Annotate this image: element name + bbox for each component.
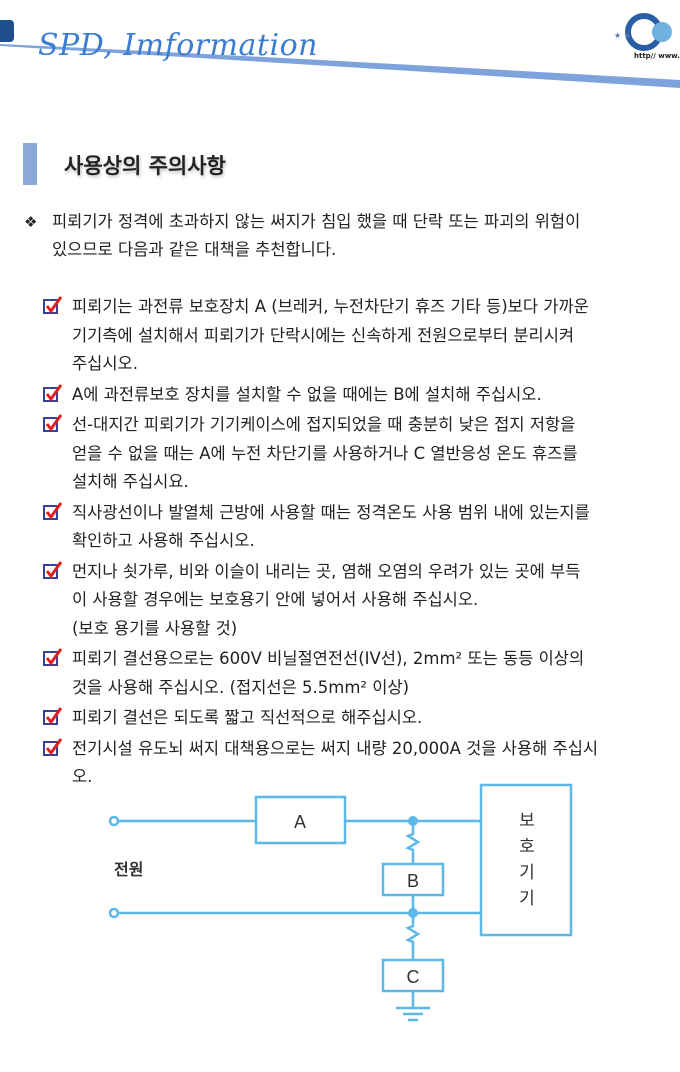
list-item-line: 확인하고 사용해 주십시오. [72,531,255,550]
checkbox-checked-icon [43,737,63,756]
box-b-label: B [407,871,419,891]
intro-line: 피뢰기가 정격에 초과하지 않는 써지가 침입 했을 때 단락 또는 파괴의 위… [52,212,581,231]
list-item-line: 피뢰기 결선은 되도록 짧고 직선적으로 해주십시오. [72,708,423,727]
list-item-line: 것을 사용해 주십시오. (접지선은 5.5mm² 이상) [72,677,410,697]
list-item-line: 선-대지간 피뢰기가 기기케이스에 접지되었을 때 충분히 낮은 접지 저항을 [72,415,576,434]
list-item-line: A에 과전류보호 장치를 설치할 수 없을 때에는 B에 설치해 주십시오. [72,384,542,404]
list-item-line: 주십시오. [72,354,138,373]
device-label-char: 기 [519,889,535,908]
list-item-line: 먼지나 쇳가루, 비와 이슬이 내리는 곳, 염해 오염의 우려가 있는 곳에 … [72,561,581,581]
terminal-top-icon [108,815,120,827]
wiring-diagram: A B C 전원 보 호 기 기 [108,783,573,1022]
device-box [479,783,573,937]
list-item-line: 오. [72,767,93,786]
checkbox-checked-icon [43,707,63,725]
zigzag-icon [405,913,421,960]
checkbox-checked-icon [43,560,63,579]
checkbox-checked-icon [43,383,63,402]
section-bar [23,143,37,185]
checkbox-checked-icon [43,414,63,432]
svg-text:★ ★: ★ ★ [614,31,631,40]
terminal-bottom-icon [108,907,120,919]
device-label-char: 기 [519,863,535,882]
list-item-line: 설치해 주십시요. [72,472,189,491]
intro-line: 있으므로 다음과 같은 대책을 추천합니다. [52,240,337,259]
junction-dot [408,816,418,826]
intro-paragraph: ❖ 피뢰기가 정격에 초과하지 않는 써지가 침입 했을 때 단락 또는 파괴의… [24,208,580,264]
diamond-bullet-icon: ❖ [24,213,38,231]
list-item: 피뢰기 결선용으로는 600V 비닐절연전선(IV선), 2mm² 또는 동등 … [43,645,673,702]
list-item-line: 전기시설 유도뇌 써지 대책용으로는 써지 내량 20,000A 것을 사용해 … [72,738,599,758]
checkbox-checked-icon [43,296,63,314]
header-title: SPD, Imformation [38,28,318,63]
list-item: 피뢰기는 과전류 보호장치 A (브레커, 누전차단기 휴즈 기타 등)보다 가… [43,293,673,379]
site-url: http// www. [634,52,680,60]
box-a-label: A [294,812,306,832]
company-logo-icon: ★ ★ [614,13,672,51]
list-item-line: 얻을 수 없을 때는 A에 누전 차단기를 사용하거나 C 열반응성 온도 휴즈… [72,443,578,463]
zigzag-icon [405,821,421,864]
list-item: 전기시설 유도뇌 써지 대책용으로는 써지 내량 20,000A 것을 사용해 … [43,735,673,792]
list-item-line: 이 사용할 경우에는 보호용기 안에 넣어서 사용해 주십시오. [72,590,479,609]
source-label: 전원 [114,861,143,879]
puzzle-icon [0,20,14,42]
header-swoosh [0,44,680,88]
precaution-list: 피뢰기는 과전류 보호장치 A (브레커, 누전차단기 휴즈 기타 등)보다 가… [43,293,673,794]
checkbox-checked-icon [43,648,63,666]
list-item: 먼지나 쇳가루, 비와 이슬이 내리는 곳, 염해 오염의 우려가 있는 곳에 … [43,558,673,644]
box-a [254,795,347,845]
box-c-label: C [407,967,420,987]
list-item-line: 피뢰기는 과전류 보호장치 A (브레커, 누전차단기 휴즈 기타 등)보다 가… [72,297,589,316]
list-item: 피뢰기 결선은 되도록 짧고 직선적으로 해주십시오. [43,704,673,733]
list-item-line: 피뢰기 결선용으로는 600V 비닐절연전선(IV선), 2mm² 또는 동등 … [72,649,585,668]
list-item-line: 기기측에 설치해서 피뢰기가 단락시에는 신속하게 전원으로부터 분리시켜 [72,325,575,345]
junction-dot [408,908,418,918]
list-item: 직사광선이나 발열체 근방에 사용할 때는 정격온도 사용 범위 내에 있는지를… [43,499,673,556]
list-item: A에 과전류보호 장치를 설치할 수 없을 때에는 B에 설치해 주십시오. [43,381,673,410]
device-label-char: 보 [519,811,535,830]
checkbox-checked-icon [43,501,63,520]
device-label-char: 호 [519,837,535,856]
section-title: 사용상의 주의사항 [64,154,226,178]
list-item-line: 직사광선이나 발열체 근방에 사용할 때는 정격온도 사용 범위 내에 있는지를 [72,502,590,522]
header: SPD, Imformation ★ ★ http// www. [0,0,680,100]
list-item-line: (보호 용기를 사용할 것) [72,618,238,638]
